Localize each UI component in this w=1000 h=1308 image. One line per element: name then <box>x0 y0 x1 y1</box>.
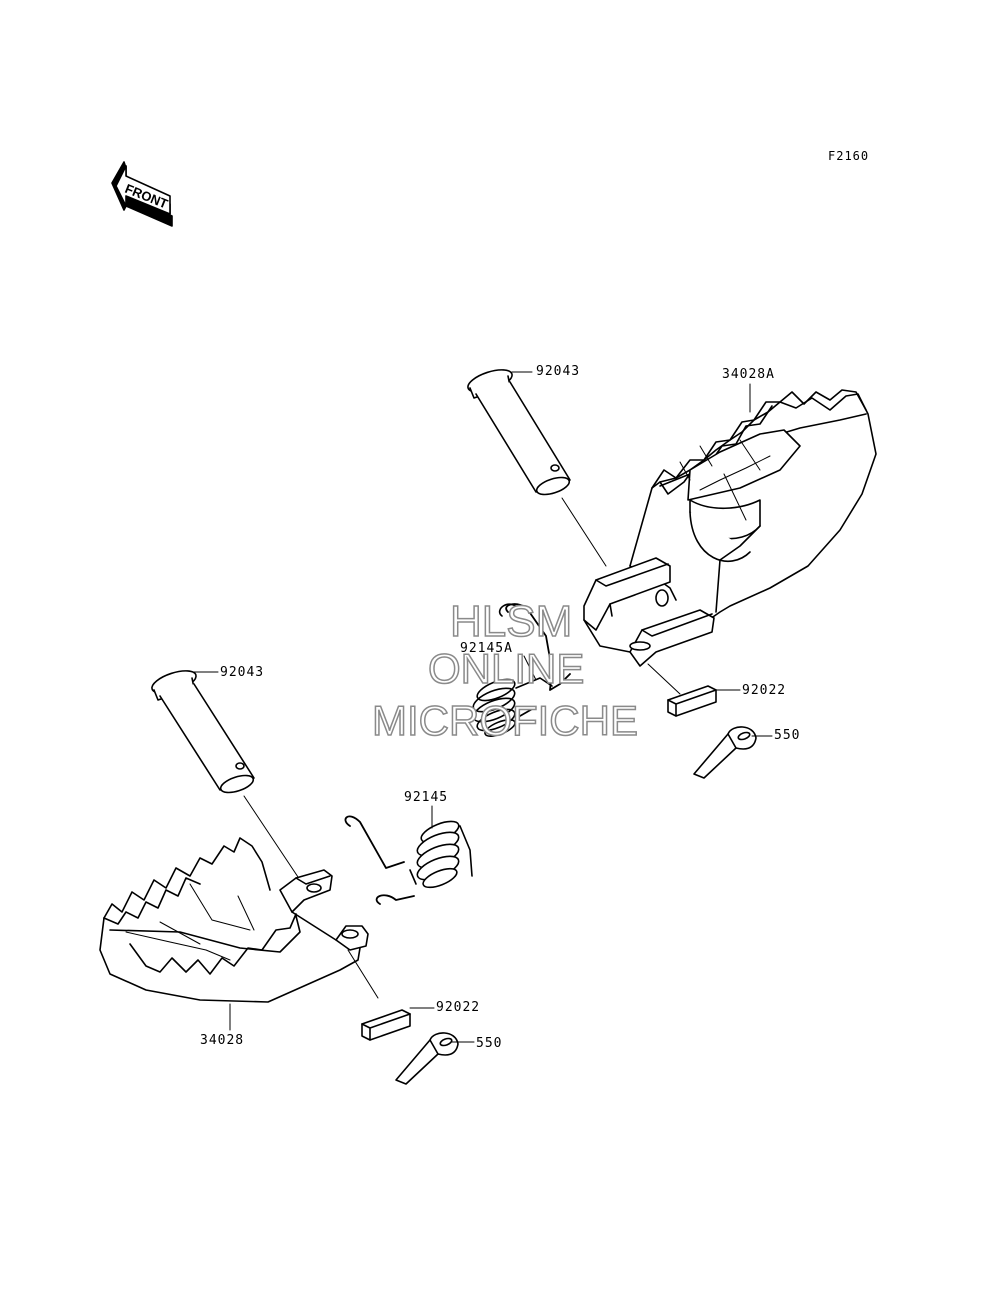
pin-left <box>151 670 255 794</box>
diagram-code: F2160 <box>828 149 870 163</box>
callout-spring-right: 92145A <box>460 641 513 656</box>
callout-pin-right: 92043 <box>536 364 581 379</box>
callout-spring-left: 92145 <box>404 790 449 805</box>
cotter-pin-right <box>693 726 757 779</box>
watermark-line1: HLSM <box>449 597 573 646</box>
leader-spring-right <box>523 655 537 681</box>
watermark-line2: ONLINE <box>427 645 585 692</box>
spring-right <box>472 603 571 737</box>
callout-pin-left: 92043 <box>220 665 265 680</box>
callout-washer-left: 92022 <box>436 1000 481 1015</box>
spring-left <box>344 815 473 905</box>
callout-cotter-right: 550 <box>774 728 801 743</box>
watermark-line3: MICROFICHE <box>371 697 639 744</box>
footpeg-left <box>99 837 369 1003</box>
pin-left-axis <box>243 795 301 881</box>
cotter-pin-left <box>395 1032 459 1085</box>
washer-left <box>361 1009 411 1041</box>
front-direction-arrow-icon: FRONT <box>111 161 173 227</box>
footpeg-left-axis <box>347 949 379 999</box>
footpeg-right <box>583 389 877 667</box>
washer-right <box>647 663 717 717</box>
callout-footpeg-left: 34028 <box>200 1033 245 1048</box>
callout-washer-right: 92022 <box>742 683 787 698</box>
callout-footpeg-right: 34028A <box>722 367 775 382</box>
pin-right-axis <box>561 497 607 567</box>
callout-cotter-left: 550 <box>476 1036 503 1051</box>
pin-right <box>467 369 571 496</box>
